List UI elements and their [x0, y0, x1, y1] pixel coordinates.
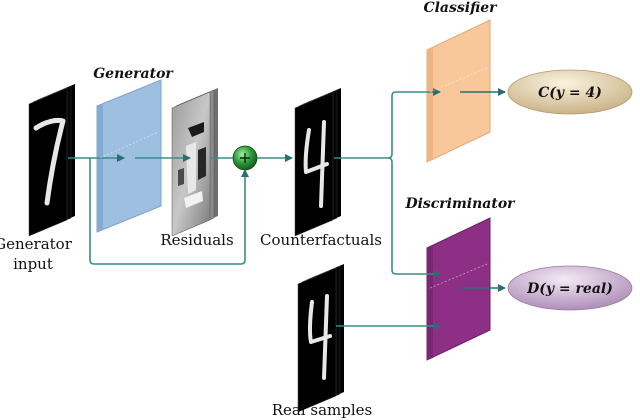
digit-four-icon	[303, 120, 329, 208]
classifier-title: Classifier	[423, 0, 498, 16]
generator-input-label-line1: Generator	[0, 235, 73, 253]
generator-block	[96, 79, 162, 233]
digit-seven-icon	[33, 117, 66, 206]
generator-title: Generator	[93, 66, 174, 82]
real-samples-label: Real samples	[272, 401, 373, 419]
block-guides	[99, 67, 488, 289]
generator-guide	[99, 131, 159, 159]
discriminator-block	[426, 217, 491, 361]
plus-circle-icon	[232, 145, 258, 171]
connectors	[68, 88, 506, 330]
counterfactuals-stack	[294, 88, 341, 237]
generator-input-stack	[28, 84, 75, 237]
generator-input-label-line2: input	[13, 255, 53, 273]
to-discriminator-arrow	[387, 157, 441, 278]
real-samples-stack	[297, 264, 344, 413]
counterfactuals-label: Counterfactuals	[260, 231, 382, 249]
discriminator-output: D(y = real)	[507, 265, 633, 311]
residuals-stack	[171, 88, 218, 237]
classifier-output: C(y = 4)	[507, 69, 633, 115]
discriminator-output-label: D(y = real)	[526, 281, 613, 297]
digit-four-real-icon	[307, 294, 332, 380]
skip-connection-arrow	[89, 158, 249, 265]
residual-pattern-icon	[178, 122, 206, 208]
residuals-label: Residuals	[160, 231, 233, 249]
classifier-block	[426, 19, 491, 163]
discriminator-title: Discriminator	[404, 196, 516, 212]
classifier-output-label: C(y = 4)	[538, 85, 602, 101]
